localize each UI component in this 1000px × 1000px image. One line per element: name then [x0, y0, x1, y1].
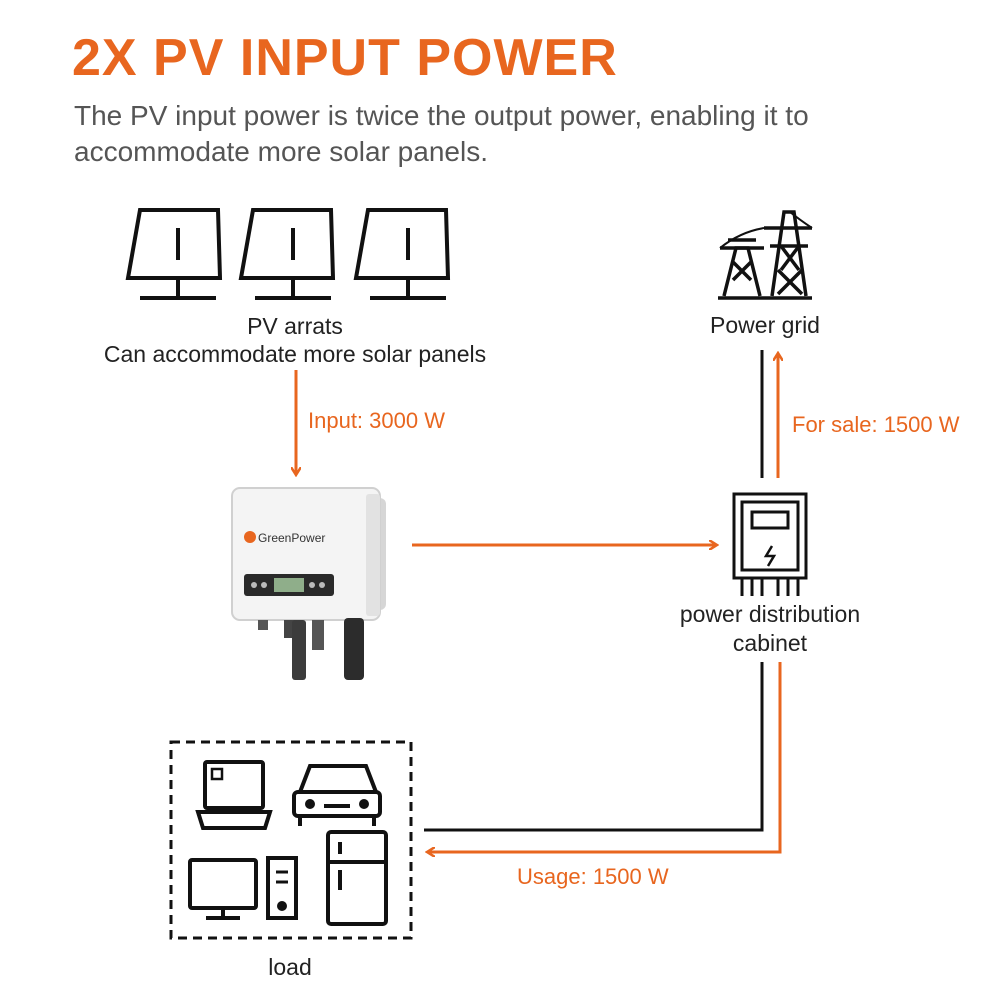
input-power-label: Input: 3000 W — [308, 408, 445, 433]
refrigerator-icon — [326, 830, 388, 926]
load-box — [169, 740, 413, 940]
solar-panel-icon — [125, 208, 223, 300]
cabinet-label-line-1: power distribution — [679, 601, 861, 627]
cabinet-label-line-2: cabinet — [732, 630, 808, 656]
pv-array-label-line-1: PV arrats — [247, 313, 343, 339]
inverter-brand: GreenPower — [258, 531, 325, 545]
monitor-icon — [188, 858, 258, 920]
car-icon — [292, 764, 382, 826]
laptop-icon — [195, 760, 273, 830]
page-title: 2X PV INPUT POWER — [72, 29, 618, 87]
page-subtitle: The PV input power is twice the output p… — [74, 98, 954, 170]
power-tower-icon — [718, 210, 813, 300]
solar-panel-icon — [353, 208, 451, 300]
usage-arrow — [428, 662, 782, 852]
inverter-image: GreenPower — [231, 487, 386, 680]
pc-tower-icon — [266, 856, 298, 920]
solar-panel-icon — [238, 208, 336, 300]
power-grid-label: Power grid — [710, 312, 820, 338]
subtitle-line-2: accommodate more solar panels. — [74, 136, 488, 167]
cabinet-label: power distribution cabinet — [660, 600, 880, 658]
distribution-cabinet-icon — [732, 492, 808, 596]
load-label: load — [268, 954, 312, 980]
sale-power-label: For sale: 1500 W — [792, 412, 960, 437]
pv-array-label: PV arrats Can accommodate more solar pan… — [90, 312, 500, 368]
subtitle-line-1: The PV input power is twice the output p… — [74, 100, 809, 131]
load-supply-line — [424, 662, 764, 832]
usage-power-label: Usage: 1500 W — [517, 864, 669, 889]
pv-array-label-line-2: Can accommodate more solar panels — [103, 341, 487, 367]
